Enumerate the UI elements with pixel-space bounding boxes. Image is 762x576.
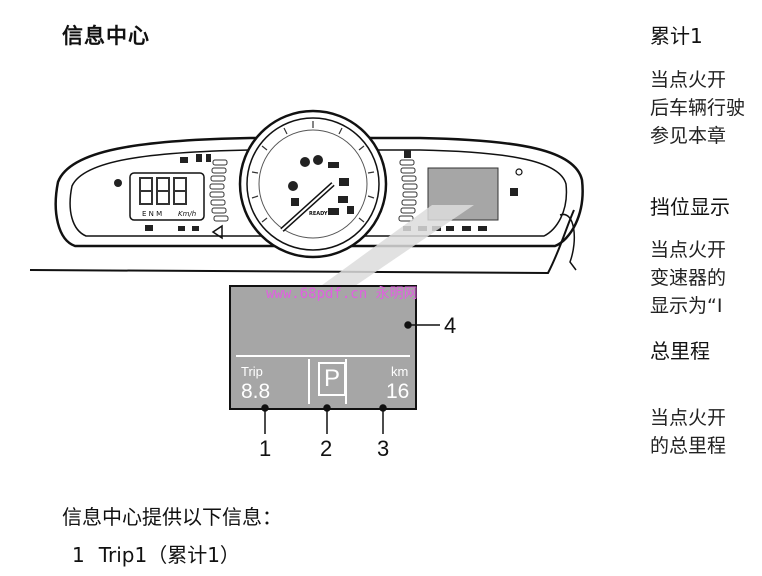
gauge-needle-highlight [281, 183, 334, 231]
paragraph-line: 当点火开 [650, 69, 727, 91]
callout-3: 3 [377, 436, 390, 461]
paragraph-line: 后车辆行驶 [650, 97, 746, 119]
paragraph-line: 参见本章 [650, 125, 727, 147]
instrument-cluster-illustration: E N M Km/h [29, 109, 584, 434]
lcd-km-value: 16 [386, 380, 410, 403]
gauge-indicator-icons [288, 155, 354, 215]
zoom-cone [318, 205, 474, 288]
callout-2: 2 [320, 436, 333, 461]
right-bar-graph [398, 159, 418, 222]
dashboard-trim-line [559, 213, 577, 271]
lcd-trip-value: 8.8 [241, 380, 271, 403]
section-heading-odometer: 总里程 [650, 339, 710, 363]
gauge-ticks [251, 121, 375, 223]
lcd-trip-label: Trip [241, 364, 263, 379]
intro-text: 信息中心提供以下信息： [62, 505, 282, 529]
page-title: 信息中心 [62, 24, 150, 48]
list-item-text: Trip1（累计1） [98, 543, 240, 567]
indicator-dot-icon [515, 168, 523, 176]
section-heading-trip1: 累计1 [650, 24, 703, 48]
paragraph-line: 当点火开 [650, 239, 727, 261]
gauge-ready-label: READY [309, 211, 328, 217]
gauge-outer-ring [238, 109, 388, 259]
gauge-inner-ring [246, 117, 380, 251]
section-paragraph-odometer: 当点火开 的总里程 [650, 404, 726, 460]
lcd-enlargement [229, 285, 417, 410]
lcd-gear-indicator: P [318, 362, 346, 396]
segment-digits [139, 177, 187, 205]
segment-modes: E N M [142, 210, 162, 218]
lcd-km-label: km [391, 364, 409, 379]
callout-leaders [261, 321, 440, 434]
callout-1: 1 [259, 436, 272, 461]
gauge-scale-ring [258, 129, 368, 239]
section-paragraph-trip1: 当点火开 后车辆行驶 参见本章 [650, 66, 745, 150]
paragraph-line: 变速器的 [650, 267, 727, 289]
dashboard-edge-line [29, 209, 575, 275]
watermark-text: www.68pdf.cn 永明网 [266, 286, 418, 302]
left-arrow-icon [211, 224, 223, 240]
section-paragraph-gear: 当点火开 变速器的 显示为“I [650, 236, 726, 320]
segment-unit: Km/h [178, 210, 196, 218]
callout-4: 4 [444, 313, 457, 338]
paragraph-line: 的总里程 [650, 435, 727, 457]
paragraph-line: 当点火开 [650, 407, 727, 429]
left-bar-graph [209, 159, 229, 222]
paragraph-line: 显示为“I [650, 295, 723, 317]
list-item-number: 1 [72, 543, 85, 567]
cluster-inner-bezel [69, 149, 568, 237]
section-heading-gear: 挡位显示 [650, 195, 730, 219]
list-item: 1 Trip1（累计1） [72, 539, 240, 568]
